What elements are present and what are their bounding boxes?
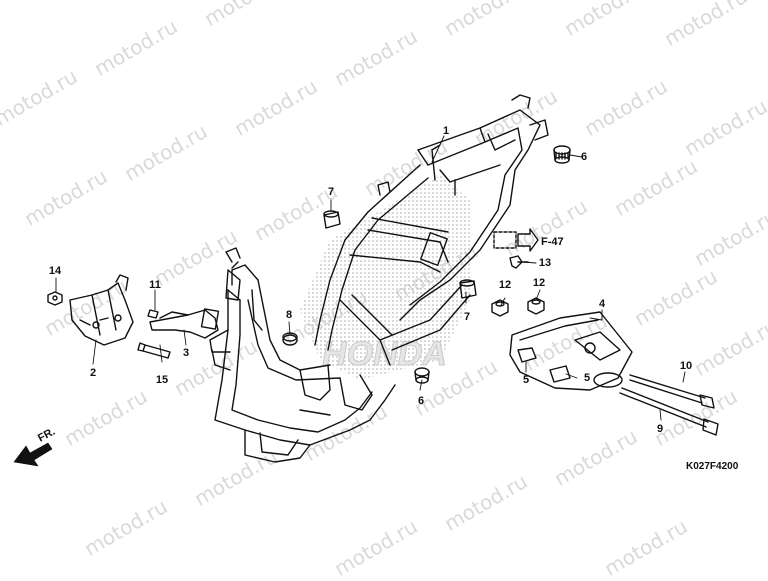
rubber-7-upper[interactable] — [323, 210, 341, 229]
small-bracket[interactable] — [149, 308, 220, 339]
collar-12-left[interactable] — [491, 299, 509, 317]
callout-1[interactable]: 1 — [442, 125, 450, 137]
callout-3[interactable]: 3 — [182, 347, 190, 359]
bolt-9[interactable] — [619, 387, 719, 436]
stopper-5-left[interactable] — [517, 347, 537, 363]
bolt-15[interactable] — [137, 342, 171, 359]
callout-12[interactable]: 12 — [532, 277, 546, 289]
bolt-10[interactable] — [629, 374, 715, 409]
collar-12-right[interactable] — [527, 297, 545, 315]
front-arrow-icon — [13, 442, 53, 467]
callout-10[interactable]: 10 — [679, 360, 693, 372]
reference-indicator[interactable] — [493, 228, 539, 252]
stopper-5-right[interactable] — [549, 365, 571, 383]
callout-13[interactable]: 13 — [538, 257, 552, 269]
callout-7[interactable]: 7 — [327, 186, 335, 198]
callout-8[interactable]: 8 — [285, 309, 293, 321]
callout-7[interactable]: 7 — [463, 311, 471, 323]
rubber-8[interactable] — [282, 332, 298, 346]
callout-5[interactable]: 5 — [583, 372, 591, 384]
bracket-assembly[interactable] — [69, 274, 134, 346]
diagram-code: K027F4200 — [686, 461, 739, 472]
callout-9[interactable]: 9 — [656, 423, 664, 435]
clip-13[interactable] — [509, 255, 529, 269]
reference-label[interactable]: F-47 — [541, 236, 564, 248]
callout-4[interactable]: 4 — [598, 298, 606, 310]
callout-15[interactable]: 15 — [155, 374, 169, 386]
background-logo-text: HONDA — [319, 335, 450, 373]
callout-14[interactable]: 14 — [48, 265, 62, 277]
grommet-6-lower[interactable] — [414, 367, 430, 384]
nut-14[interactable] — [47, 291, 63, 306]
rubber-7-lower[interactable] — [459, 279, 477, 299]
engine-hanger-4[interactable] — [509, 311, 633, 391]
bolt-11[interactable] — [147, 309, 159, 319]
grommet-6-upper[interactable] — [553, 145, 571, 164]
stipple-shading — [300, 175, 470, 380]
callout-12[interactable]: 12 — [498, 279, 512, 291]
main-frame[interactable] — [209, 94, 549, 463]
callout-2[interactable]: 2 — [89, 367, 97, 379]
callout-11[interactable]: 11 — [149, 279, 161, 291]
callout-5[interactable]: 5 — [522, 374, 530, 386]
callout-6[interactable]: 6 — [580, 151, 588, 163]
callout-6[interactable]: 6 — [417, 395, 425, 407]
